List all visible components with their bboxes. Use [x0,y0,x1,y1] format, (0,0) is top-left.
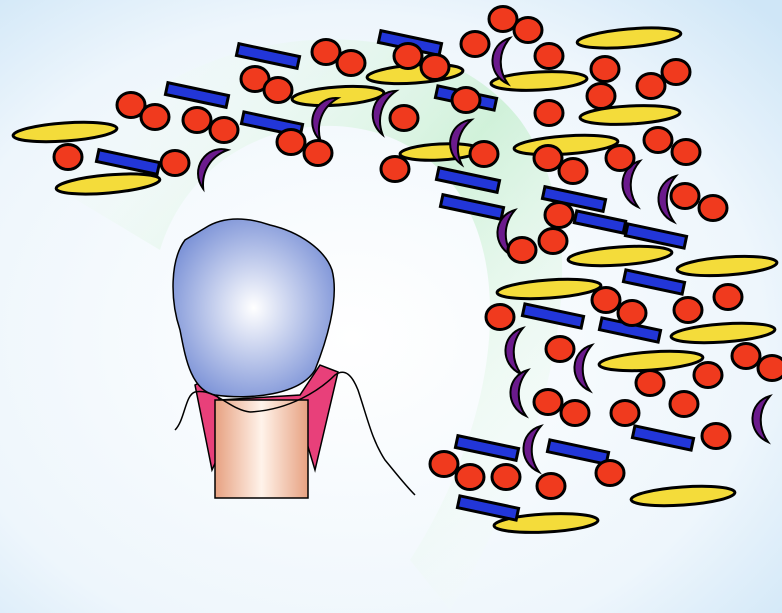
red-coccus-bacterium [758,356,782,381]
red-coccus-bacterium [514,18,542,43]
red-coccus-bacterium [534,146,562,171]
red-coccus-bacterium [508,238,536,263]
red-coccus-bacterium [535,101,563,126]
red-coccus-bacterium [461,32,489,57]
red-coccus-bacterium [421,55,449,80]
red-coccus-bacterium [394,44,422,69]
red-coccus-bacterium [381,157,409,182]
red-coccus-bacterium [587,84,615,109]
red-coccus-bacterium [277,130,305,155]
red-coccus-bacterium [470,142,498,167]
red-coccus-bacterium [559,159,587,184]
red-coccus-bacterium [546,337,574,362]
red-coccus-bacterium [670,392,698,417]
red-coccus-bacterium [636,371,664,396]
red-coccus-bacterium [539,229,567,254]
red-coccus-bacterium [596,461,624,486]
red-coccus-bacterium [535,44,563,69]
red-coccus-bacterium [492,465,520,490]
red-coccus-bacterium [694,363,722,388]
red-coccus-bacterium [699,196,727,221]
red-coccus-bacterium [592,288,620,313]
red-coccus-bacterium [430,452,458,477]
red-coccus-bacterium [486,305,514,330]
red-coccus-bacterium [561,401,589,426]
red-coccus-bacterium [671,184,699,209]
red-coccus-bacterium [732,344,760,369]
red-coccus-bacterium [54,145,82,170]
red-coccus-bacterium [672,140,700,165]
red-coccus-bacterium [452,88,480,113]
red-coccus-bacterium [618,301,646,326]
red-coccus-bacterium [183,108,211,133]
red-coccus-bacterium [264,78,292,103]
red-coccus-bacterium [141,105,169,130]
red-coccus-bacterium [611,401,639,426]
red-coccus-bacterium [714,285,742,310]
red-coccus-bacterium [161,151,189,176]
red-coccus-bacterium [456,465,484,490]
red-coccus-bacterium [662,60,690,85]
red-coccus-bacterium [537,474,565,499]
red-coccus-bacterium [637,74,665,99]
red-coccus-bacterium [644,128,672,153]
red-coccus-bacterium [702,424,730,449]
red-coccus-bacterium [337,51,365,76]
tooth-root [215,400,308,498]
red-coccus-bacterium [534,390,562,415]
red-coccus-bacterium [304,141,332,166]
red-coccus-bacterium [591,57,619,82]
red-coccus-bacterium [606,146,634,171]
red-coccus-bacterium [210,118,238,143]
red-coccus-bacterium [674,298,702,323]
red-coccus-bacterium [390,106,418,131]
tooth-crown [173,219,334,397]
red-coccus-bacterium [545,203,573,228]
